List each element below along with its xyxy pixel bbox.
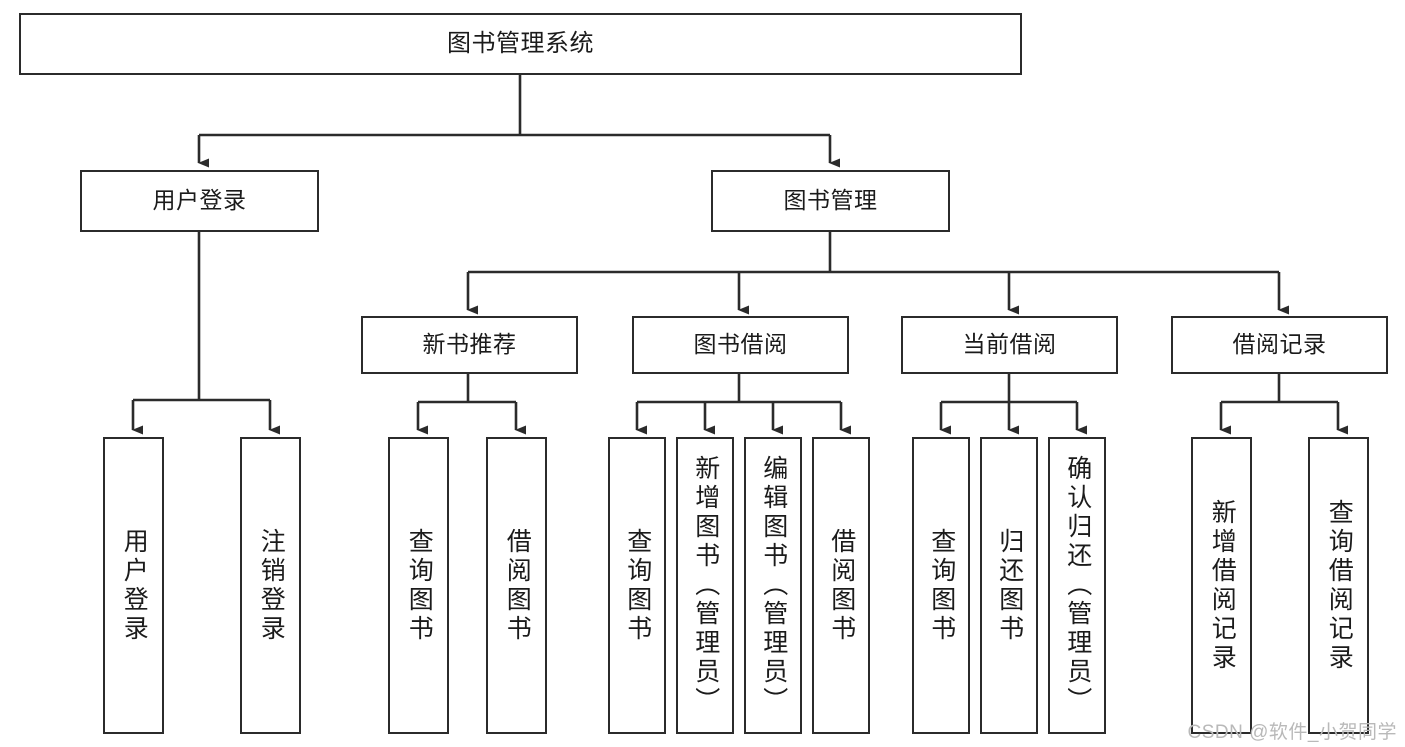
leaf-record-add-record[interactable]: 新增借阅记录 — [1191, 437, 1252, 734]
node-label: 图书管理系统 — [447, 29, 594, 57]
node-label: 注销登录 — [257, 527, 286, 644]
leaf-current-confirm-return-admin[interactable]: 确认归还（管理员） — [1048, 437, 1106, 734]
leaf-borrow-add-book-admin[interactable]: 新增图书（管理员） — [676, 437, 734, 734]
node-label: 查询借阅记录 — [1325, 498, 1354, 673]
node-label: 新增借阅记录 — [1208, 498, 1237, 673]
leaf-user-login[interactable]: 用户登录 — [103, 437, 164, 734]
leaf-current-return-book[interactable]: 归还图书 — [980, 437, 1038, 734]
leaf-borrow-edit-book-admin[interactable]: 编辑图书（管理员） — [744, 437, 802, 734]
leaf-logout[interactable]: 注销登录 — [240, 437, 301, 734]
node-borrow-record[interactable]: 借阅记录 — [1171, 316, 1388, 374]
node-user-login[interactable]: 用户登录 — [80, 170, 319, 232]
leaf-record-query-record[interactable]: 查询借阅记录 — [1308, 437, 1369, 734]
node-new-book-recommend[interactable]: 新书推荐 — [361, 316, 578, 374]
node-label: 借阅记录 — [1232, 331, 1327, 358]
node-book-borrow[interactable]: 图书借阅 — [632, 316, 849, 374]
watermark-text: CSDN @软件_小贺同学 — [1187, 722, 1397, 743]
node-label: 查询图书 — [623, 527, 652, 644]
leaf-current-query-book[interactable]: 查询图书 — [912, 437, 970, 734]
leaf-borrow-query-book[interactable]: 查询图书 — [608, 437, 666, 734]
node-label: 编辑图书（管理员） — [759, 455, 788, 716]
node-label: 新书推荐 — [422, 331, 517, 358]
node-book-management[interactable]: 图书管理 — [711, 170, 950, 232]
node-label: 归还图书 — [995, 527, 1024, 644]
node-label: 借阅图书 — [827, 527, 856, 644]
node-label: 确认归还（管理员） — [1063, 455, 1092, 716]
leaf-newbook-borrow-book[interactable]: 借阅图书 — [486, 437, 547, 734]
leaf-newbook-query-book[interactable]: 查询图书 — [388, 437, 449, 734]
node-current-borrow[interactable]: 当前借阅 — [901, 316, 1118, 374]
node-label: 图书管理 — [783, 187, 878, 214]
node-label: 当前借阅 — [962, 331, 1057, 358]
node-root-system[interactable]: 图书管理系统 — [19, 13, 1022, 75]
node-label: 借阅图书 — [503, 527, 532, 644]
node-label: 图书借阅 — [693, 331, 788, 358]
node-label: 用户登录 — [120, 527, 149, 644]
node-label: 查询图书 — [405, 527, 434, 644]
leaf-borrow-borrow-book[interactable]: 借阅图书 — [812, 437, 870, 734]
node-label: 用户登录 — [152, 187, 247, 214]
node-label: 查询图书 — [927, 527, 956, 644]
node-label: 新增图书（管理员） — [691, 455, 720, 716]
